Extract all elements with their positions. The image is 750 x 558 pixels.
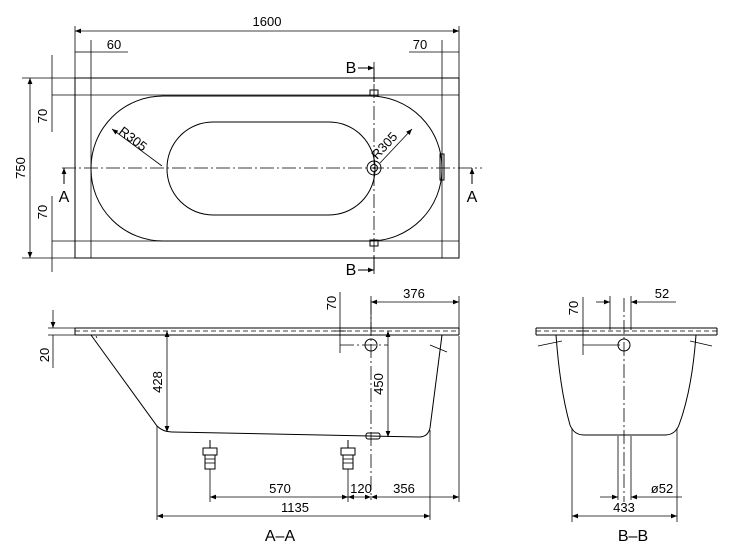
overflow-detail-line	[429, 344, 448, 353]
bottom-rim-dim-label: 70	[35, 205, 50, 219]
section-b-title: B–B	[618, 528, 648, 545]
overflow-dia-label-b: 52	[655, 286, 669, 301]
right-side-detail-b	[689, 340, 713, 347]
radius-right-leader	[379, 128, 413, 164]
foot-marker-bottom	[369, 239, 379, 247]
basin-bottom-outline	[166, 121, 376, 216]
depth-right-label: 450	[371, 373, 386, 395]
right-foot	[340, 440, 356, 470]
drain-outer-circle	[366, 160, 382, 176]
radius-left-label: R305	[116, 123, 150, 154]
section-a-title: A–A	[265, 528, 296, 545]
feet-to-drain-label: 120	[350, 481, 372, 496]
rim-fillet-left	[95, 335, 98, 339]
feet-spacing-label: 570	[269, 481, 291, 496]
section-b-top-label: B	[346, 60, 357, 77]
depth-left-label: 428	[150, 371, 165, 393]
foot-marker-top	[369, 89, 379, 97]
tub-body-profile-b	[555, 334, 697, 436]
radius-right-label: R305	[368, 129, 400, 162]
right-rim-dim-label: 70	[413, 37, 427, 52]
top-rim-dim-label: 70	[35, 109, 50, 123]
left-rim-dim-label: 60	[107, 37, 121, 52]
tub-body-profile	[90, 334, 443, 438]
radius-left-leader	[111, 128, 163, 167]
left-foot-nut	[202, 447, 218, 456]
bottom-length-label: 1135	[281, 500, 309, 515]
length-dim-label: 1600	[253, 14, 282, 29]
section-b-view: 70 52 ø52 433 B–B	[535, 286, 718, 545]
left-side-detail-b	[537, 340, 563, 347]
drain-outlet	[365, 432, 381, 440]
drain-dia-label-b: ø52	[651, 481, 673, 496]
top-view: R305 R305 1600 60 70 750 70 70 B B	[13, 14, 482, 279]
right-foot-body	[342, 454, 354, 470]
section-b-bottom-label: B	[346, 262, 357, 279]
overflow-offset-label: 70	[324, 296, 339, 310]
section-a-left-label: A	[59, 189, 70, 206]
left-foot-body	[204, 454, 216, 470]
overflow-marker	[439, 153, 445, 181]
overflow-offset-label-b: 70	[566, 301, 581, 315]
rim-thickness-label: 20	[37, 348, 52, 362]
bottom-width-label-b: 433	[613, 500, 635, 515]
overflow-from-end-label: 376	[403, 286, 425, 301]
basin-outer-outline	[90, 95, 443, 242]
right-foot-nut	[340, 447, 356, 456]
drain-from-end-label: 356	[393, 481, 415, 496]
section-a-right-label: A	[467, 189, 478, 206]
section-a-view: 20 428 70 450 376 570 120 356 1135 A–A	[37, 286, 460, 545]
left-foot	[202, 440, 218, 470]
width-dim-label: 750	[13, 157, 28, 179]
drain-inner-circle	[370, 164, 378, 172]
